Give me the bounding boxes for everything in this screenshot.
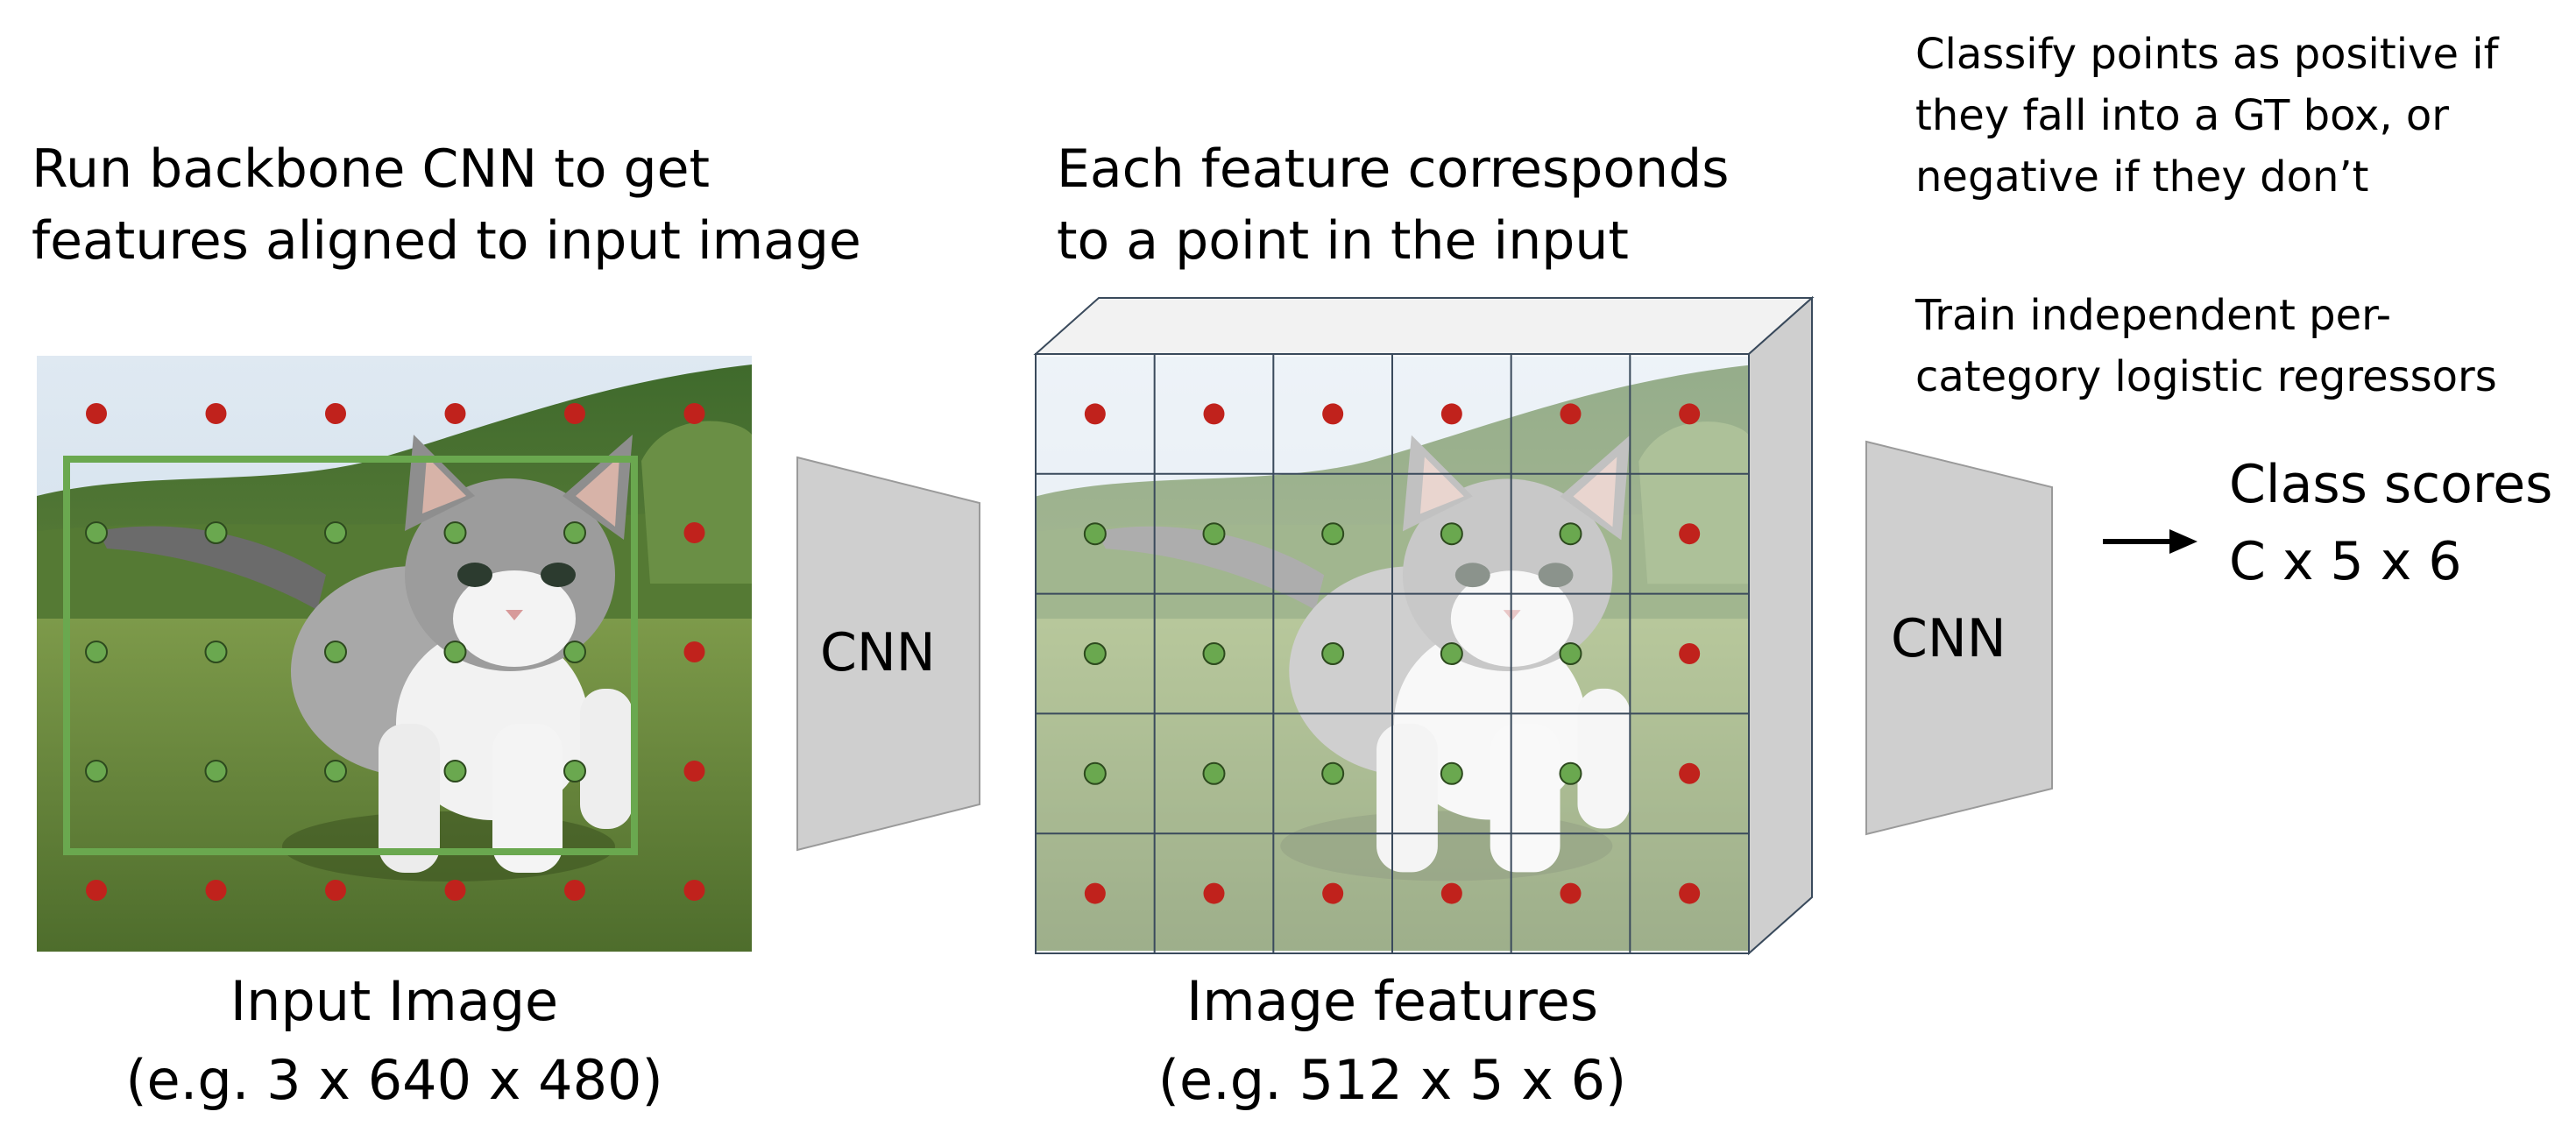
feature-negative-point xyxy=(1679,523,1701,545)
input-image-shape: (e.g. 3 x 640 x 480) xyxy=(125,1048,663,1112)
feature-negative-point xyxy=(1203,882,1225,904)
feature-negative-point xyxy=(1679,403,1701,425)
input-negative-point xyxy=(325,403,346,424)
feature-cube xyxy=(1033,295,1815,956)
feature-positive-point xyxy=(1440,761,1463,785)
feature-negative-point xyxy=(1679,762,1701,784)
image-features-caption: Image features xyxy=(1185,969,1599,1033)
feature-negative-point xyxy=(1560,403,1582,425)
feature-positive-point xyxy=(1559,522,1582,546)
feature-positive-point xyxy=(1440,522,1463,546)
input-positive-point xyxy=(324,760,347,782)
feature-negative-point xyxy=(1679,882,1701,904)
class-scores-shape: C x 5 x 6 xyxy=(2229,531,2462,592)
feature-positive-point xyxy=(1083,761,1107,785)
middle-heading-line-2: to a point in the input xyxy=(1057,210,1629,272)
feature-negative-point xyxy=(1440,403,1462,425)
input-negative-point xyxy=(325,880,346,901)
feature-positive-point xyxy=(1440,642,1463,665)
input-image-caption: Input Image xyxy=(230,969,559,1033)
input-positive-point xyxy=(204,641,228,663)
left-heading-line-1: Run backbone CNN to get xyxy=(32,138,711,200)
feature-negative-point xyxy=(1084,882,1106,904)
input-positive-point xyxy=(324,641,347,663)
input-positive-point xyxy=(563,521,586,544)
input-negative-point xyxy=(683,880,705,901)
input-positive-point xyxy=(563,760,586,782)
feature-negative-point xyxy=(1679,643,1701,664)
input-positive-point xyxy=(443,521,467,544)
feature-positive-point xyxy=(1559,642,1582,665)
cube-side-face xyxy=(1748,295,1813,956)
cnn-label-1: CNN xyxy=(820,622,936,683)
input-positive-point xyxy=(563,641,586,663)
input-negative-point xyxy=(444,880,466,901)
cnn-label-2: CNN xyxy=(1891,608,2006,669)
input-positive-point xyxy=(443,760,467,782)
feature-negative-point xyxy=(1203,403,1225,425)
input-negative-point xyxy=(86,403,107,424)
input-positive-point xyxy=(204,521,228,544)
train-text-line-1: Train independent per- xyxy=(1915,291,2392,340)
input-negative-point xyxy=(564,880,585,901)
feature-negative-point xyxy=(1322,403,1344,425)
input-positive-point xyxy=(85,521,108,544)
input-image xyxy=(37,356,752,952)
class-scores-label: Class scores xyxy=(2229,454,2553,515)
input-negative-point xyxy=(444,403,466,424)
input-point-grid xyxy=(85,403,705,901)
gt-box xyxy=(63,456,638,855)
feature-positive-point xyxy=(1202,761,1226,785)
feature-point-grid xyxy=(1083,403,1701,904)
input-positive-point xyxy=(85,760,108,782)
image-features-shape: (e.g. 512 x 5 x 6) xyxy=(1157,1048,1627,1112)
cnn-block-1 xyxy=(796,456,980,852)
feature-positive-point xyxy=(1321,642,1345,665)
feature-grid xyxy=(1036,354,1749,953)
input-positive-point xyxy=(204,760,228,782)
feature-positive-point xyxy=(1321,761,1345,785)
arrow-right-icon xyxy=(2103,529,2197,554)
feature-positive-point xyxy=(1202,522,1226,546)
feature-positive-point xyxy=(1202,642,1226,665)
cnn-block-2 xyxy=(1865,440,2053,836)
input-positive-point xyxy=(85,641,108,663)
input-negative-point xyxy=(205,403,227,424)
feature-negative-point xyxy=(1560,882,1582,904)
feature-negative-point xyxy=(1322,882,1344,904)
middle-heading-line-1: Each feature corresponds xyxy=(1057,138,1730,200)
feature-negative-point xyxy=(1084,403,1106,425)
classify-text-line-2: they fall into a GT box, or xyxy=(1915,91,2449,140)
input-negative-point xyxy=(683,761,705,782)
input-negative-point xyxy=(683,522,705,543)
feature-positive-point xyxy=(1083,642,1107,665)
feature-positive-point xyxy=(1321,522,1345,546)
input-positive-point xyxy=(324,521,347,544)
feature-positive-point xyxy=(1083,522,1107,546)
input-negative-point xyxy=(86,880,107,901)
classify-text-line-1: Classify points as positive if xyxy=(1915,30,2499,79)
input-negative-point xyxy=(683,641,705,662)
feature-positive-point xyxy=(1559,761,1582,785)
input-positive-point xyxy=(443,641,467,663)
classify-text-line-3: negative if they don’t xyxy=(1915,152,2369,202)
input-negative-point xyxy=(205,880,227,901)
train-text-line-2: category logistic regressors xyxy=(1915,352,2497,401)
input-negative-point xyxy=(564,403,585,424)
feature-negative-point xyxy=(1440,882,1462,904)
input-negative-point xyxy=(683,403,705,424)
left-heading-line-2: features aligned to input image xyxy=(32,210,861,272)
cube-top-face xyxy=(1033,297,1815,355)
